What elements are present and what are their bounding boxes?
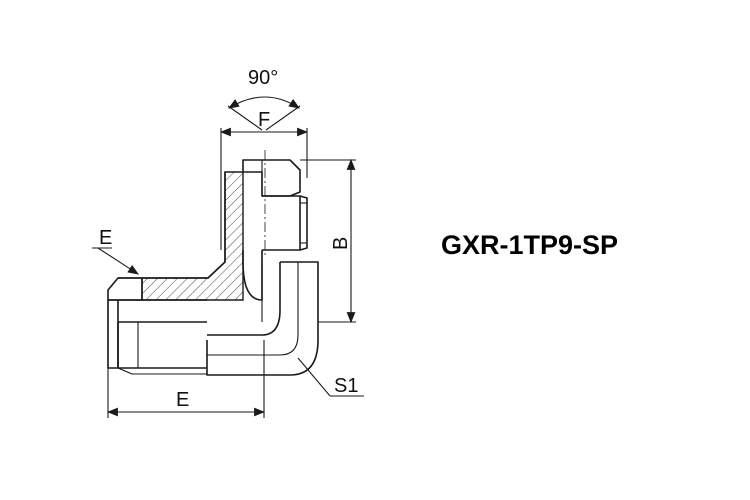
- s1-label: S1: [334, 375, 358, 397]
- e-top-label: E: [99, 227, 112, 249]
- e-top-dimension: E: [92, 227, 139, 275]
- part-number-title: GXR-1TP9-SP: [441, 230, 618, 260]
- s1-dimension: S1: [297, 357, 364, 397]
- f-dimension: F: [219, 109, 309, 250]
- angle-label: 90°: [248, 67, 278, 89]
- b-dimension: B: [300, 158, 356, 324]
- f-label: F: [258, 109, 270, 131]
- e-bottom-label: E: [176, 389, 189, 411]
- angle-dimension: 90°: [227, 67, 301, 131]
- e-bottom-dimension: E: [106, 300, 266, 418]
- b-label: B: [330, 237, 352, 250]
- fitting-body: [107, 150, 319, 376]
